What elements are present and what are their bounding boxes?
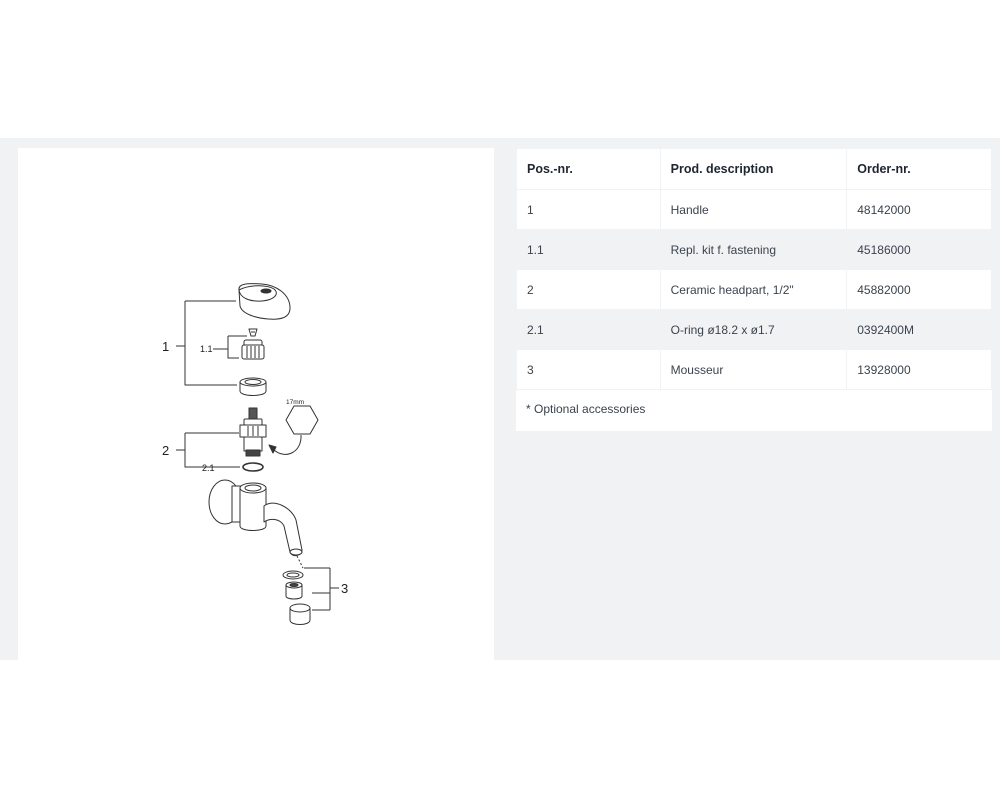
label-pos-1: 1	[162, 339, 169, 354]
ceramic-headpart	[239, 407, 267, 457]
table-header-row: Pos.-nr. Prod. description Order-nr.	[516, 148, 992, 190]
cell-pos-nr: 2	[516, 269, 661, 310]
tap-body	[208, 479, 303, 557]
cell-pos-nr: 1	[516, 189, 661, 230]
table-row: 1 Handle 48142000	[516, 189, 992, 230]
mousseur-housing	[289, 603, 311, 625]
cell-description: O-ring ø18.2 x ø1.7	[659, 309, 848, 350]
parts-table-panel: Pos.-nr. Prod. description Order-nr. 1 H…	[516, 148, 992, 431]
cell-order-nr: 13928000	[846, 349, 992, 390]
cell-description: Repl. kit f. fastening	[659, 229, 848, 270]
column-header-pos-nr: Pos.-nr.	[516, 148, 661, 190]
cell-order-nr: 48142000	[846, 189, 992, 230]
cell-pos-nr: 3	[516, 349, 661, 390]
turn-arrow	[273, 434, 302, 455]
mousseur-insert	[285, 581, 303, 600]
cell-order-nr: 0392400M	[846, 309, 992, 350]
handle-part	[238, 283, 291, 320]
table-row: 1.1 Repl. kit f. fastening 45186000	[516, 229, 992, 270]
adapter-part	[241, 339, 265, 360]
assembly-axis-line	[296, 555, 304, 569]
cell-pos-nr: 2.1	[516, 309, 661, 350]
cell-description: Handle	[659, 189, 848, 230]
label-pos-3: 3	[341, 581, 348, 596]
leader-lines	[176, 300, 339, 611]
exploded-drawing-panel: 1 1.1 2 2.1 3 17mm	[18, 148, 494, 660]
table-row: 2.1 O-ring ø18.2 x ø1.7 0392400M	[516, 309, 992, 350]
turn-arrowhead	[268, 444, 277, 454]
sleeve-ring	[239, 377, 267, 396]
label-pos-1-1: 1.1	[200, 344, 213, 354]
label-spanner-size: 17mm	[286, 399, 304, 406]
spare-parts-table: Pos.-nr. Prod. description Order-nr. 1 H…	[516, 148, 992, 390]
cell-order-nr: 45882000	[846, 269, 992, 310]
exploded-view-drawing: 1 1.1 2 2.1 3 17mm	[162, 283, 348, 625]
spanner-hexagon	[285, 405, 319, 435]
column-header-order-nr: Order-nr.	[846, 148, 992, 190]
fastening-screw	[248, 328, 258, 337]
cell-description: Mousseur	[659, 349, 848, 390]
label-pos-2-1: 2.1	[202, 463, 215, 473]
label-pos-2: 2	[162, 443, 169, 458]
mousseur-washer	[282, 570, 304, 580]
o-ring	[242, 462, 264, 472]
table-row: 2 Ceramic headpart, 1/2" 45882000	[516, 269, 992, 310]
cell-pos-nr: 1.1	[516, 229, 661, 270]
cell-description: Ceramic headpart, 1/2"	[659, 269, 848, 310]
column-header-description: Prod. description	[659, 148, 848, 190]
table-row: 3 Mousseur 13928000	[516, 349, 992, 390]
optional-accessories-note: * Optional accessories	[526, 402, 646, 416]
cell-order-nr: 45186000	[846, 229, 992, 270]
